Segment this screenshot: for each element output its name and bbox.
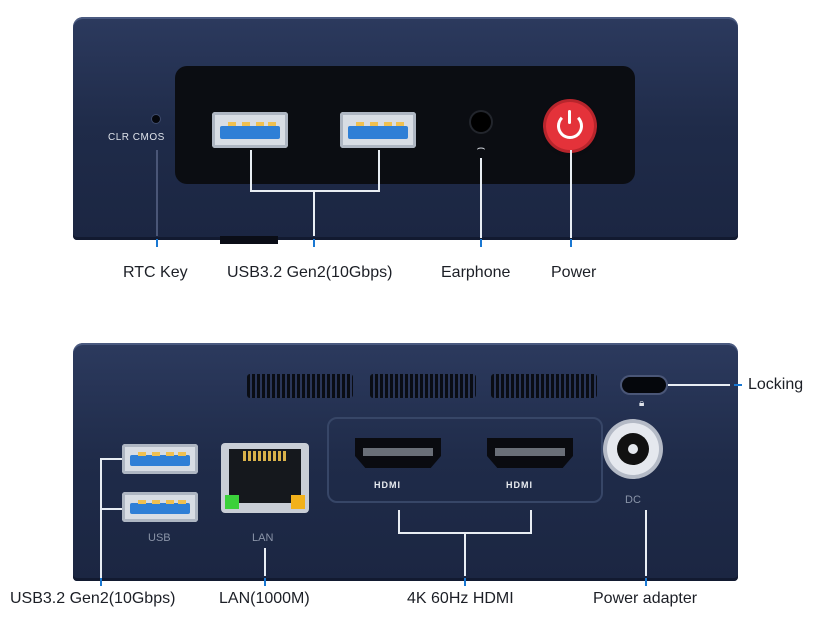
lock-icon: 🔒︎ xyxy=(639,398,645,409)
vent-3 xyxy=(491,374,597,398)
caption-power-adapter: Power adapter xyxy=(593,590,698,607)
dc-leader xyxy=(645,578,647,586)
rear-usb-port-2 xyxy=(122,492,198,522)
power-icon xyxy=(557,113,583,139)
hdmi-logo-1: HDMI xyxy=(374,480,401,490)
locking-line xyxy=(668,384,730,386)
rear-usb-port-1 xyxy=(122,444,198,474)
lan-led-yellow xyxy=(291,495,305,509)
hdmi-bracket-left xyxy=(398,510,400,534)
lan-led-green xyxy=(225,495,239,509)
caption-rtc-key: RTC Key xyxy=(123,264,188,281)
caption-locking: Locking xyxy=(748,376,804,393)
usb-bracket-stem xyxy=(313,190,315,236)
hdmi-panel xyxy=(327,417,603,503)
hdmi-bracket-right xyxy=(530,510,532,534)
hdmi-leader xyxy=(464,578,466,586)
power-button xyxy=(546,102,594,150)
rear-usb-bracket-stem xyxy=(100,458,102,578)
usb-port-label: USB xyxy=(148,532,171,544)
hdmi-bracket-stem xyxy=(464,532,466,576)
front-usb-port-2 xyxy=(340,112,416,148)
caption-hdmi: 4K 60Hz HDMI xyxy=(407,590,514,607)
usb-bracket-right xyxy=(378,150,380,192)
hdmi-port-2 xyxy=(487,438,573,468)
usb-leader xyxy=(313,239,315,247)
lan-port xyxy=(221,443,309,513)
dc-line xyxy=(645,510,647,576)
front-usb-port-1 xyxy=(212,112,288,148)
kensington-lock-slot xyxy=(622,377,666,393)
lan-port-label: LAN xyxy=(252,532,274,544)
vent-1 xyxy=(247,374,353,398)
rtc-line xyxy=(156,150,158,236)
locking-leader xyxy=(734,384,742,386)
clr-cmos-label: CLR CMOS xyxy=(108,132,165,143)
hdmi-port-1 xyxy=(355,438,441,468)
rear-usb-bracket-bottom xyxy=(100,508,122,510)
usb-bracket-left xyxy=(250,150,252,192)
usb-bracket-bottom xyxy=(250,190,380,192)
rear-usb-leader xyxy=(100,578,102,586)
caption-front-usb: USB3.2 Gen2(10Gbps) xyxy=(227,264,393,281)
dc-jack xyxy=(607,423,659,475)
hdmi-logo-2: HDMI xyxy=(506,480,533,490)
caption-earphone: Earphone xyxy=(441,264,511,281)
rear-usb-bracket-top xyxy=(100,458,122,460)
vent-2 xyxy=(370,374,476,398)
headphone-icon: ⌢ xyxy=(476,139,486,155)
caption-rear-usb: USB3.2 Gen2(10Gbps) xyxy=(10,590,176,607)
lan-line xyxy=(264,548,266,576)
caption-power: Power xyxy=(551,264,597,281)
front-foot xyxy=(220,236,278,244)
clr-cmos-hole xyxy=(152,115,160,123)
earphone-line xyxy=(480,158,482,238)
power-leader xyxy=(570,239,572,247)
earphone-jack xyxy=(471,112,491,132)
power-line xyxy=(570,150,572,238)
dc-label: DC xyxy=(625,494,641,506)
lan-leader xyxy=(264,578,266,586)
rtc-leader xyxy=(156,239,158,247)
earphone-leader xyxy=(480,239,482,247)
caption-lan: LAN(1000M) xyxy=(219,590,310,607)
